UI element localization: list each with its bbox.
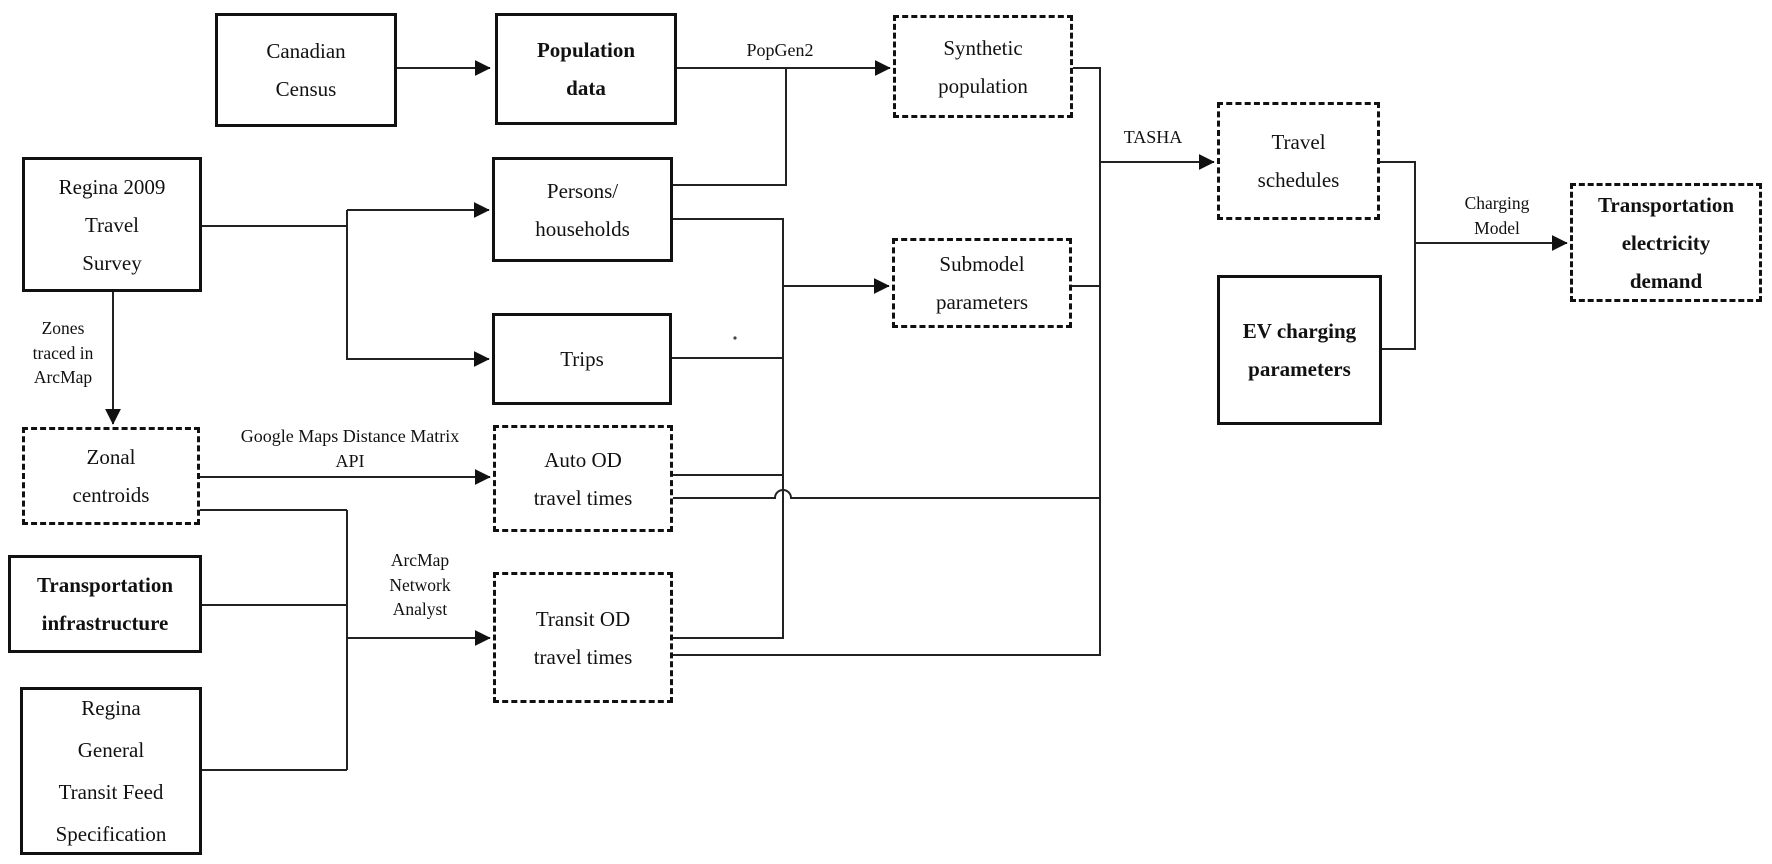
box-zonal-centroids: Zonal centroids (22, 427, 200, 525)
box-transit-od-travel-times: Transit OD travel times (493, 572, 673, 703)
box-submodel-parameters: Submodel parameters (892, 238, 1072, 328)
box-regina-gtfs: Regina General Transit Feed Specificatio… (20, 687, 202, 855)
edge-label-tasha: TASHA (1123, 127, 1183, 147)
box-persons-households: Persons/ households (492, 157, 673, 262)
edge-submodel-collector (673, 218, 784, 638)
edge-persons-to-popgen-junction (673, 69, 787, 186)
edge-label-charging-model: Charging Model (1464, 193, 1530, 238)
box-transportation-electricity-demand: Transportation electricity demand (1570, 183, 1762, 302)
box-auto-od-travel-times: Auto OD travel times (493, 425, 673, 532)
edge-autood-to-tasha-collector (673, 489, 1100, 499)
box-travel-schedules: Travel schedules (1217, 102, 1380, 220)
edge-label-popgen2: PopGen2 (746, 40, 814, 60)
box-canadian-census: Canadian Census (215, 13, 397, 127)
edge-label-google-maps-api: Google Maps Distance Matrix API (240, 426, 460, 472)
box-regina-travel-survey: Regina 2009 Travel Survey (22, 157, 202, 292)
edge-label-arcmap-network-analyst: ArcMap Network Analyst (389, 550, 451, 619)
box-ev-charging-parameters: EV charging parameters (1217, 275, 1382, 425)
stray-dot (733, 336, 737, 340)
box-synthetic-population: Synthetic population (893, 15, 1073, 118)
edge-label-zones-traced-in-arcmap: Zones traced in ArcMap (32, 318, 94, 387)
edge-charging-bracket (1380, 161, 1416, 350)
box-trips: Trips (492, 313, 672, 405)
box-population-data: Population data (495, 13, 677, 125)
box-transportation-infrastructure: Transportation infrastructure (8, 555, 202, 653)
